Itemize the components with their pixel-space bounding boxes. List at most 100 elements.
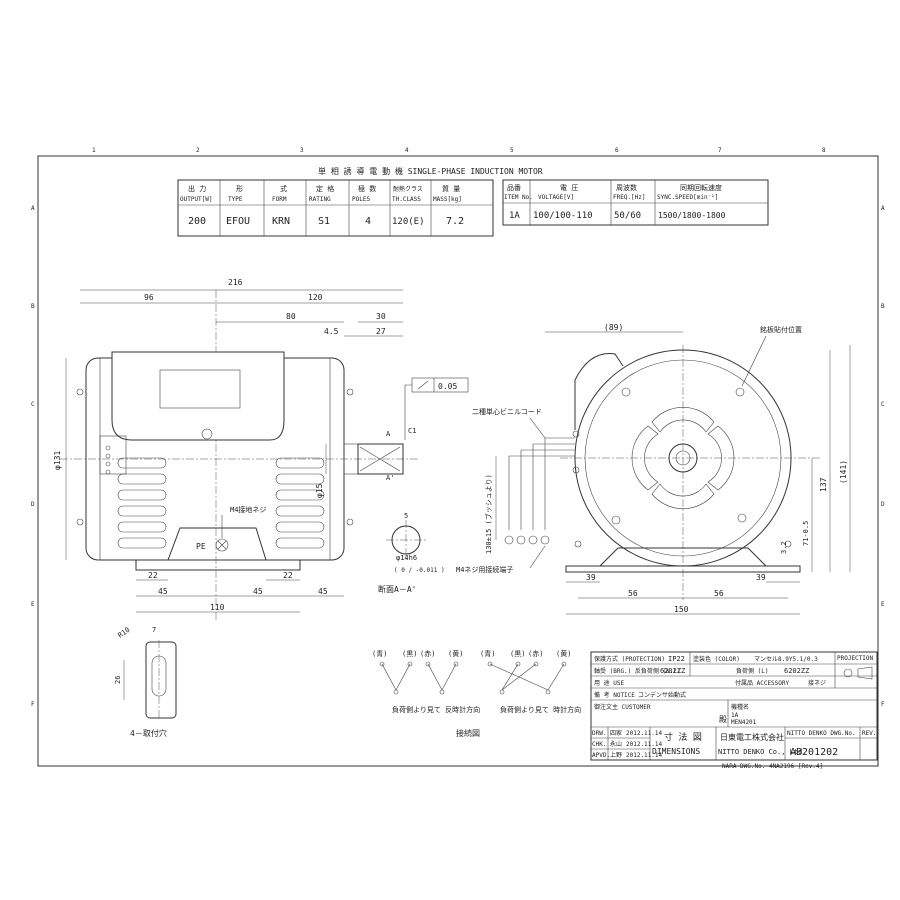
elec-h2-en: FREQ.[Hz] (613, 194, 646, 201)
pe-mark: PE (196, 542, 206, 551)
spec-v-form: KRN (272, 216, 290, 227)
tb-chk-name: 永山 (610, 740, 622, 748)
section-label: 断面A－A' (378, 584, 416, 594)
section-a2-label: A' (386, 474, 394, 482)
grid-row-b-right: B (881, 303, 885, 310)
tb-apvd-name: 上野 (610, 751, 622, 759)
dim-89: (89) (604, 323, 623, 332)
dim-4-5: 4.5 (324, 327, 339, 336)
spec-h3-jp: 定 格 (316, 184, 334, 193)
dim-56-left: 56 (628, 589, 638, 598)
tb-notice: コンデンサ始動式 (638, 691, 686, 699)
tb-load-side-label: 負荷側 (L) (736, 667, 768, 675)
elec-v-voltage: 100/100-110 (533, 211, 593, 221)
drawing-title: 単 相 誘 導 電 動 機 SINGLE-PHASE INDUCTION MOT… (318, 166, 543, 176)
dim-27: 27 (376, 327, 386, 336)
spec-v-mass: 7.2 (446, 216, 464, 227)
grid-col-4: 4 (405, 147, 409, 154)
dim-141: (141) (839, 460, 848, 484)
spec-h6-en: MASS[kg] (433, 196, 462, 203)
tb-protection: IP22 (668, 655, 685, 663)
dim-150: 150 (674, 605, 689, 614)
motor-foot (135, 527, 301, 571)
tb-model-label: 機種名 (731, 703, 749, 711)
dim-39-left: 39 (586, 573, 596, 582)
tb-apvd-date: 2012.11.14 (626, 752, 663, 759)
grid-row-f-right: F (881, 701, 885, 708)
tb-dim-en: DIMENSIONS (652, 747, 700, 756)
tb-protection-label: 保護方式 (PROTECTION) (594, 655, 665, 663)
elec-v-speed: 1500/1800-1800 (658, 211, 726, 220)
ccw-wire-blue: (青) (372, 649, 387, 658)
spec-v-poles: 4 (365, 216, 371, 227)
tb-use-label: 用 途 USE (594, 679, 624, 687)
nameplate-label: 銘板貼付位置 (760, 325, 802, 334)
ccw-wire-black: (黒) (402, 650, 417, 658)
front-view: 銘板貼付位置 二種単心ビニルコード M4ネジ用接続端子 130±15 (ブッシュ… (456, 323, 851, 615)
tb-apvd-role: APVD. (592, 752, 610, 759)
side-view: PE M4接地ネジ 0.05 A A' C1 216 96 120 80 4.5… (53, 278, 469, 620)
tb-model-line1: 1A (731, 712, 739, 719)
tb-accessory: 接ネジ (808, 679, 826, 687)
spec-h5-jp: 耐熱クラス (393, 185, 423, 193)
grid-col-8: 8 (822, 147, 826, 154)
elec-table: 品番 ITEM No. 電 圧 VOLTAGE[V] 周波数 FREQ.[Hz]… (502, 179, 769, 226)
outer-frame (37, 155, 879, 767)
spec-v-thclass: 120(E) (392, 217, 425, 227)
tb-projection: PROJECTION (837, 655, 874, 662)
tb-chk-role: CHK. (592, 741, 606, 748)
dim-39-right: 39 (756, 573, 766, 582)
grid-row-a-right: A (881, 205, 885, 212)
cw-wire-black: (黒) (510, 650, 525, 658)
dim-22-right: 22 (283, 571, 293, 580)
tb-color-label: 塗装色 (COLOR) (693, 655, 740, 663)
shaft (357, 443, 404, 475)
grid-row-e: E (31, 601, 35, 608)
dim-7: 7 (152, 626, 156, 634)
tb-nara-dwg: NARA DWG.No. 4NA2196 [Rev.4] (722, 763, 823, 770)
mount-hole-detail: R10 7 26 4－取付穴 (114, 626, 177, 738)
earth-screw-label: M4接地ネジ (230, 505, 266, 514)
spec-h6-jp: 質 量 (442, 184, 460, 193)
spec-table: 出 力 OUTPUT[W] 形 TYPE 式 FORM 定 格 RATING 極… (177, 179, 494, 237)
section-a-label: A (386, 430, 391, 438)
tb-drw-name: 四家 (610, 729, 622, 737)
spec-h5-en: TH.CLASS (392, 196, 421, 203)
shaft-end (668, 443, 698, 473)
grid-col-7: 7 (718, 147, 722, 154)
cw-wire-red: (赤) (528, 650, 543, 658)
wiring-label: 接続図 (456, 728, 480, 738)
grid-rows: A B C D E F A B C D E F (31, 205, 885, 708)
grid-row-b: B (31, 303, 35, 310)
dim-phi14-tol: ( 0 / -0.011 ) (394, 567, 445, 574)
runout-value: 0.05 (438, 382, 457, 391)
dim-120: 120 (308, 293, 323, 302)
tb-drw-role: DRW. (592, 730, 606, 737)
tb-dwg-no: AB201202 (790, 747, 838, 758)
tb-notice-label: 備 考 NOTICE (594, 691, 635, 699)
dim-5: 5 (404, 512, 408, 520)
ccw-caption: 負荷側より見て 反時計方向 (392, 705, 480, 714)
grid-col-6: 6 (615, 147, 619, 154)
front-foot (565, 547, 801, 573)
chamfer-label: C1 (408, 427, 416, 435)
elec-h3-jp: 同期回転速度 (680, 183, 722, 192)
grid-row-f: F (31, 701, 35, 708)
spec-h0-jp: 出 力 (188, 184, 206, 193)
dim-137: 137 (819, 477, 828, 492)
tb-bearing-nl: 6202ZZ (660, 667, 685, 675)
grid-col-3: 3 (300, 147, 304, 154)
elec-h0-en: ITEM No. (504, 194, 533, 201)
tb-sama: 殿 (719, 715, 727, 724)
cw-caption: 負荷側より見て 時計方向 (500, 705, 581, 714)
title-block: 保護方式 (PROTECTION) IP22 塗装色 (COLOR) マンセル8… (590, 651, 878, 770)
grid-col-1: 1 (92, 147, 96, 154)
grid-row-d-right: D (881, 501, 885, 508)
section-aa: 5 φ14h6 ( 0 / -0.011 ) 断面A－A' (378, 512, 445, 594)
spec-v-type: EFOU (226, 216, 250, 227)
grid-col-2: 2 (196, 147, 200, 154)
tb-customer-label: 御注文主 CUSTOMER (594, 703, 651, 711)
tb-chk-date: 2012.11.14 (626, 741, 663, 748)
grid-col-5: 5 (510, 147, 514, 154)
